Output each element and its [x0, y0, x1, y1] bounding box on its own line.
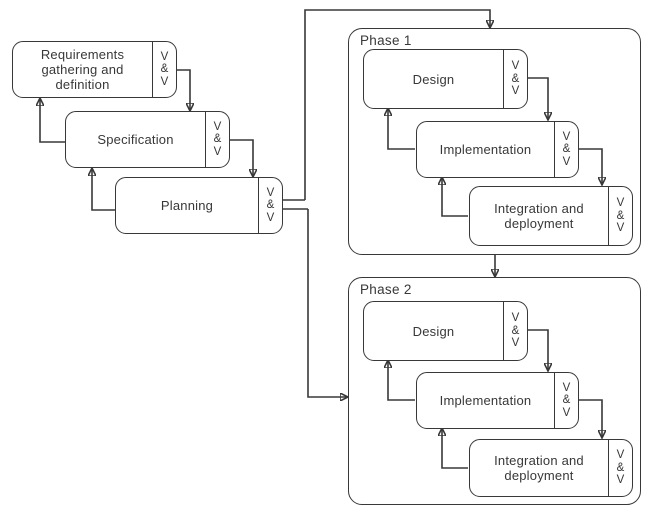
- process-box-planning: Planning V & V: [115, 177, 283, 234]
- box-label: Implementation: [439, 393, 532, 408]
- process-box-requirements: Requirements gathering and definition V …: [12, 41, 177, 98]
- vv-compartment: V & V: [554, 122, 578, 177]
- p2-connector-integration-to-implementation-feedback: [442, 428, 468, 469]
- box-label: Integration and deployment: [494, 201, 584, 231]
- p2-process-box-design: Design V & V: [363, 301, 528, 361]
- phase-label: Phase 1: [360, 33, 412, 48]
- connector-specification-to-requirements-feedback: [40, 98, 65, 143]
- p2-process-box-implementation: Implementation V & V: [416, 372, 579, 429]
- process-box-specification: Specification V & V: [65, 111, 230, 168]
- vv-compartment: V & V: [503, 302, 527, 360]
- vv-compartment: V & V: [258, 178, 282, 233]
- p1-process-box-design: Design V & V: [363, 49, 528, 109]
- box-label: Planning: [160, 198, 214, 213]
- p2-connector-implementation-to-design-feedback: [388, 360, 415, 401]
- vv-compartment: V & V: [608, 440, 632, 496]
- vv-compartment: V & V: [152, 42, 176, 97]
- box-label: Integration and deployment: [494, 453, 584, 483]
- box-label: Design: [412, 323, 455, 339]
- p1-connector-implementation-to-integration: [578, 148, 602, 185]
- box-label: Implementation: [439, 142, 532, 157]
- p1-connector-design-to-implementation: [527, 77, 548, 120]
- connector-specification-to-planning: [230, 139, 253, 177]
- p2-connector-design-to-implementation: [527, 329, 548, 371]
- phase-label: Phase 2: [360, 282, 412, 297]
- vv-compartment: V & V: [608, 187, 632, 245]
- box-label: Design: [412, 71, 455, 87]
- connector-requirements-to-specification: [177, 69, 190, 111]
- p1-process-box-integration-deployment: Integration and deployment V & V: [469, 186, 633, 246]
- p2-process-box-integration-deployment: Integration and deployment V & V: [469, 439, 633, 497]
- box-label: Requirements gathering and definition: [40, 47, 125, 92]
- connector-planning-to-phase-2: [307, 209, 348, 397]
- p1-connector-integration-to-implementation-feedback: [442, 177, 468, 217]
- vv-compartment: V & V: [554, 373, 578, 428]
- box-label: Specification: [97, 132, 174, 147]
- phase-2-container: Phase 2 Design V & V Implementation V & …: [348, 277, 641, 505]
- p2-connector-implementation-to-integration: [578, 399, 602, 438]
- p1-connector-implementation-to-design-feedback: [388, 108, 415, 150]
- phase-1-container: Phase 1 Design V & V Implementation V & …: [348, 28, 641, 255]
- p1-process-box-implementation: Implementation V & V: [416, 121, 579, 178]
- connector-planning-to-specification-feedback: [92, 168, 115, 211]
- connector-planning-to-phase-1: [304, 9, 490, 200]
- vv-compartment: V & V: [503, 50, 527, 108]
- vv-compartment: V & V: [205, 112, 229, 167]
